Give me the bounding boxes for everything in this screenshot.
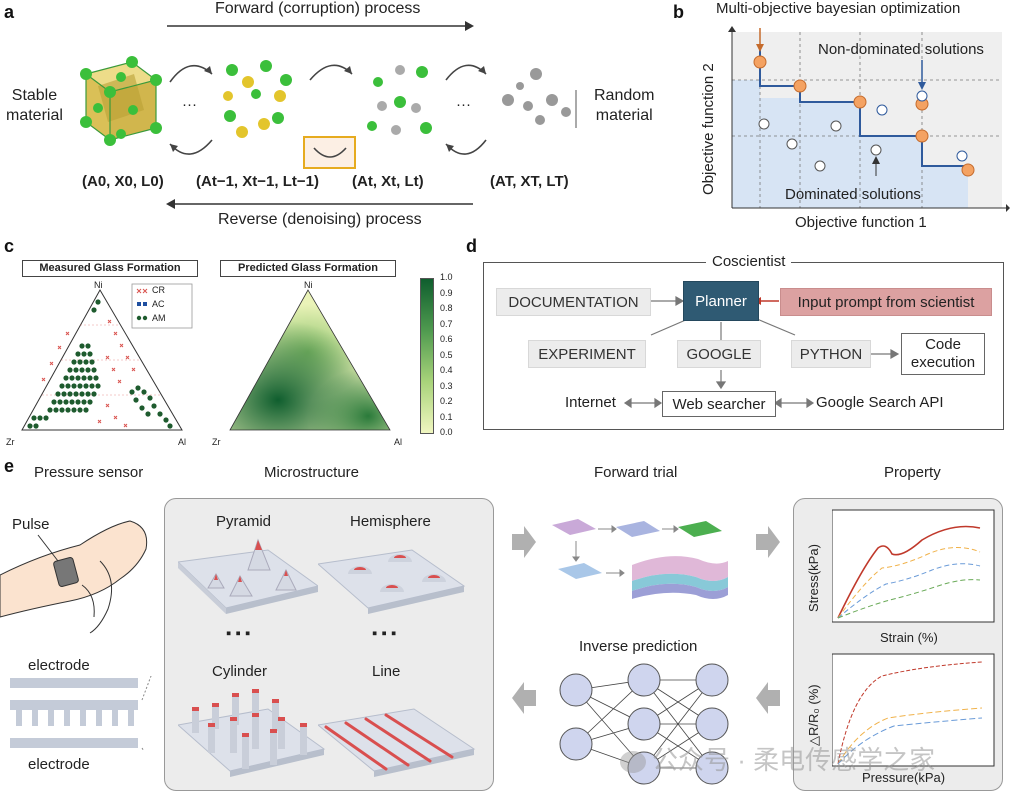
panel-e-label: e — [4, 456, 15, 476]
ellipsis-left-micro: ▪ ▪ ▪ — [226, 625, 251, 642]
state-T: (AT, XT, LT) — [490, 173, 569, 190]
input-prompt-box: Input prompt from scientist — [780, 288, 992, 316]
property-label: Property — [884, 464, 941, 481]
stable-crystal-image — [80, 56, 162, 146]
y-axis-label: Objective function 2 — [700, 63, 717, 195]
colorbar-ticks: 1.0 0.9 0.8 0.7 0.6 0.5 0.4 0.3 0.2 0.1 … — [440, 272, 453, 437]
electrode-top-label: electrode — [28, 657, 90, 674]
legend-cr: CR — [152, 285, 165, 295]
panel-a-label: a — [4, 2, 15, 22]
internet-label: Internet — [565, 394, 616, 411]
vertex-zr-measured: Zr — [6, 437, 15, 447]
neural-network-image — [559, 663, 729, 785]
pressure-axis-label: Pressure(kPa) — [862, 770, 946, 785]
measured-ternary-plot — [21, 283, 193, 431]
measured-title: Measured Glass Formation — [22, 260, 198, 277]
hemisphere-image — [318, 549, 466, 614]
flow-arrows — [512, 526, 780, 714]
material-state-t1-image — [223, 60, 292, 138]
pyramid-label: Pyramid — [216, 513, 272, 530]
electrode-bottom-label: electrode — [28, 756, 90, 773]
vertex-zr-predicted: Zr — [212, 437, 221, 447]
electrode-stack-image — [10, 676, 152, 750]
dr-axis-label: △R/R₀ (%) — [806, 684, 821, 746]
python-box: PYTHON — [791, 340, 871, 368]
inverse-prediction-label: Inverse prediction — [579, 638, 698, 655]
experiment-box: EXPERIMENT — [528, 340, 646, 368]
reverse-process-label: Reverse (denoising) process — [218, 211, 422, 228]
stress-axis-label: Stress(kPa) — [806, 544, 821, 612]
vertex-ni-predicted: Ni — [304, 280, 313, 290]
resistance-pressure-plot — [832, 653, 995, 767]
stress-strain-plot — [832, 509, 995, 623]
x-axis-label: Objective function 1 — [795, 214, 927, 231]
panel-b-label: b — [673, 2, 684, 22]
wechat-icon — [620, 751, 646, 774]
wrist-sensor-image — [0, 520, 148, 634]
line-image — [318, 708, 476, 777]
ellipsis-right-micro: ▪ ▪ ▪ — [372, 625, 397, 642]
highlight-arrow — [313, 147, 347, 158]
state-0: (A0, X0, L0) — [82, 173, 164, 190]
cylinder-label: Cylinder — [212, 663, 268, 680]
google-search-api-label: Google Search API — [816, 394, 944, 411]
forward-arrow — [167, 21, 474, 31]
cylinder-image — [178, 689, 326, 777]
ellipsis-right: ··· — [456, 96, 471, 113]
panel-c-label: c — [4, 236, 15, 256]
legend-am: AM — [152, 313, 166, 323]
state-t: (At, Xt, Lt) — [352, 173, 424, 190]
line-label: Line — [372, 663, 401, 680]
forward-trial-image — [552, 519, 728, 599]
planner-box: Planner — [683, 281, 759, 321]
random-material-image — [502, 68, 577, 128]
forward-process-label: Forward (corruption) process — [215, 0, 421, 17]
predicted-title: Predicted Glass Formation — [220, 260, 396, 277]
legend-ac: AC — [152, 299, 165, 309]
material-state-t-image — [367, 65, 432, 135]
panel-d-label: d — [466, 236, 477, 256]
state-t-minus-1: (At−1, Xt−1, Lt−1) — [196, 173, 319, 190]
cycle-arrows-image — [169, 64, 487, 155]
coscientist-arrows — [623, 295, 900, 409]
web-searcher-box: Web searcher — [662, 391, 776, 417]
vertex-ni-measured: Ni — [94, 280, 103, 290]
vertex-al-measured: Al — [178, 437, 187, 447]
pressure-sensor-label: Pressure sensor — [34, 464, 144, 481]
google-box: GOOGLE — [677, 340, 761, 368]
documentation-box: DOCUMENTATION — [496, 288, 651, 316]
watermark: 公众号 · 柔电传感学之家 — [620, 740, 935, 777]
predicted-ternary-plot — [229, 289, 391, 431]
ellipsis-left: ··· — [182, 96, 197, 113]
vertex-al-predicted: Al — [394, 437, 403, 447]
pulse-label: Pulse — [12, 516, 50, 533]
pareto-plot — [728, 26, 1010, 212]
coscientist-title: Coscientist — [706, 253, 792, 270]
forward-trial-label: Forward trial — [594, 464, 678, 481]
highlight-box — [303, 136, 356, 169]
reverse-arrow — [166, 199, 473, 209]
hemisphere-label: Hemisphere — [350, 513, 431, 530]
microstructure-label: Microstructure — [264, 464, 360, 481]
mobo-title: Multi-objective bayesian optimization — [716, 0, 961, 17]
strain-axis-label: Strain (%) — [880, 630, 938, 645]
non-dominated-label: Non-dominated solutions — [818, 41, 984, 58]
pyramid-image — [178, 538, 318, 614]
dominated-label: Dominated solutions — [785, 186, 921, 203]
colorbar — [420, 278, 434, 434]
